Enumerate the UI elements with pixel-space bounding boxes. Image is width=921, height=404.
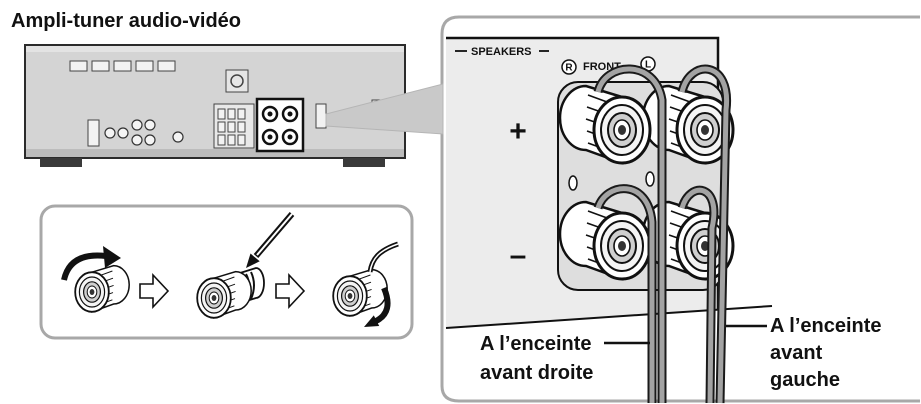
wire — [679, 187, 717, 404]
assembly-step-1 — [61, 246, 131, 313]
surround-speaker-terminals — [213, 103, 255, 149]
front-speaker-terminals-highlight — [255, 97, 305, 153]
receiver-top-edge — [26, 46, 404, 52]
wiring-steps-box — [39, 204, 414, 340]
terminal-slot — [237, 134, 246, 146]
connected-wire — [369, 243, 399, 273]
rca-jack — [131, 134, 143, 146]
label-front-left-speaker: A l’enceinte avant gauche — [726, 315, 882, 391]
label-line: avant — [770, 342, 823, 364]
rotate-arrow-icon — [61, 252, 107, 281]
terminal-slot — [237, 108, 246, 120]
highlight-box — [255, 97, 305, 153]
receiver-foot-right — [343, 158, 385, 167]
speaker-cable-front-left — [677, 64, 732, 404]
terminal-block-hole — [568, 175, 578, 191]
mini-terminal-hole — [287, 134, 293, 140]
left-channel-letter: L — [645, 60, 651, 71]
right-channel-badge — [561, 59, 577, 75]
right-channel-letter: R — [565, 63, 573, 74]
hollow-right-arrow-icon — [275, 272, 306, 310]
mini-terminal-hole — [267, 111, 273, 117]
hdmi-port — [157, 60, 176, 72]
wire — [595, 186, 655, 403]
steps-frame — [39, 204, 414, 340]
label-line: gauche — [770, 369, 840, 391]
terminal-slot — [237, 121, 246, 133]
mini-terminal-hole — [287, 111, 293, 117]
wire — [595, 66, 665, 403]
audio-input-jacks — [87, 119, 184, 147]
antenna-jack-ring — [230, 74, 244, 88]
minus-sign: – — [510, 239, 527, 272]
mini-terminal-hole — [267, 134, 273, 140]
hdmi-port — [69, 60, 88, 72]
antenna-jack — [225, 69, 249, 93]
zoom-callout — [325, 83, 444, 135]
terminal-block-hole — [645, 171, 655, 187]
hollow-right-arrow-icon — [139, 272, 170, 310]
terminal-slot — [227, 108, 236, 120]
rca-jack — [144, 119, 156, 131]
terminal-slot — [227, 134, 236, 146]
label-line: A l’enceinte — [770, 315, 882, 337]
assembly-step-2 — [196, 212, 295, 319]
ground-screw — [172, 131, 184, 143]
label-front-right-speaker: A l’enceinte avant droite — [480, 333, 650, 384]
assembly-step-3 — [332, 241, 399, 327]
stripped-wire — [256, 213, 293, 256]
label-line: A l’enceinte — [480, 333, 592, 355]
antenna-jack-plate — [225, 69, 249, 93]
speakers-header: SPEAKERS — [471, 46, 532, 58]
speaker-cable-front-right — [593, 64, 667, 403]
rca-jack — [131, 119, 143, 131]
hdmi-port — [91, 60, 110, 72]
terminal-slot — [217, 121, 226, 133]
terminal-slot — [227, 121, 236, 133]
receiver-foot-left — [40, 158, 82, 167]
receiver-bottom-band — [26, 149, 404, 157]
optical-jack — [87, 119, 100, 147]
rotate-arrow-icon — [374, 286, 391, 324]
receiver-title: Ampli-tuner audio-vidéo — [11, 10, 241, 32]
terminal-slot — [217, 134, 226, 146]
zoom-terminal-panel: SPEAKERS R FRONT L + – A l’enc — [445, 36, 882, 404]
rotate-arrow-head — [364, 315, 380, 327]
receiver-back-panel — [24, 44, 406, 167]
rca-jack — [144, 134, 156, 146]
small-connector — [315, 103, 327, 129]
rotate-arrow-head — [103, 246, 121, 268]
insert-arrow-icon — [246, 253, 260, 268]
rca-jack — [117, 127, 129, 139]
rca-jack — [104, 127, 116, 139]
hdmi-ports — [69, 60, 176, 72]
terminal-slot — [217, 108, 226, 120]
hdmi-port — [113, 60, 132, 72]
label-line: avant droite — [480, 362, 593, 384]
plus-sign: + — [509, 115, 527, 148]
wire — [679, 66, 730, 404]
hdmi-port — [135, 60, 154, 72]
